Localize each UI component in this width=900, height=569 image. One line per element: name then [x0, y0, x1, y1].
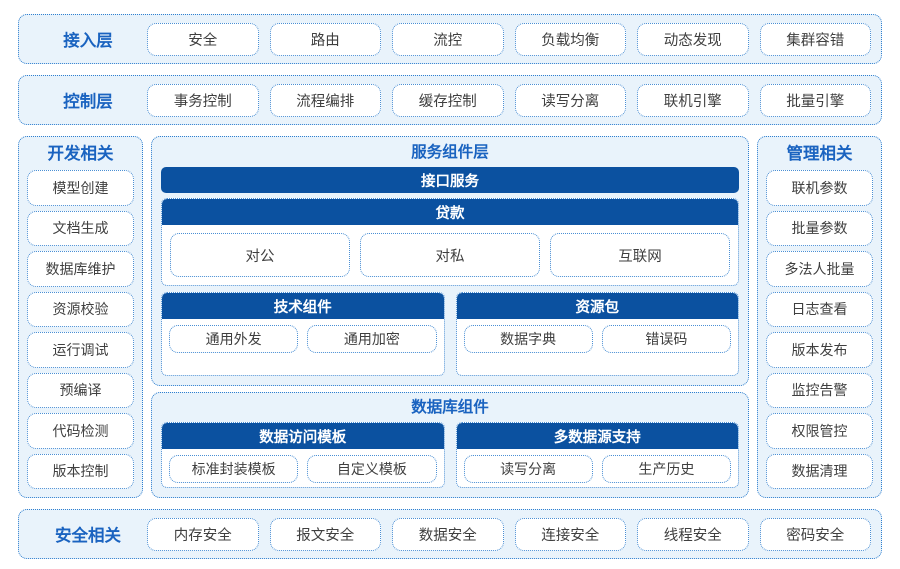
tech-item-general-encryption[interactable]: 通用加密 — [307, 325, 437, 353]
loan-item-personal[interactable]: 对私 — [360, 233, 540, 277]
control-item-transaction[interactable]: 事务控制 — [147, 83, 259, 117]
manage-column-items: 联机参数 批量参数 多法人批量 日志查看 版本发布 监控告警 权限管控 数据清理 — [766, 170, 873, 489]
control-layer-band: 控制层 事务控制 流程编排 缓存控制 读写分离 联机引擎 批量引擎 — [18, 75, 882, 125]
control-layer-items: 事务控制 流程编排 缓存控制 读写分离 联机引擎 批量引擎 — [147, 83, 871, 117]
multi-datasource-header[interactable]: 多数据源支持 — [456, 423, 738, 449]
security-item-password[interactable]: 密码安全 — [759, 517, 871, 551]
loan-item-internet[interactable]: 互联网 — [550, 233, 730, 277]
manage-item-monitor-alarm[interactable]: 监控告警 — [766, 372, 873, 408]
manage-item-permission-control[interactable]: 权限管控 — [766, 413, 873, 449]
tech-item-general-outbound[interactable]: 通用外发 — [169, 325, 299, 353]
dev-column: 开发相关 模型创建 文档生成 数据库维护 资源校验 运行调试 预编译 代码检测 … — [18, 136, 143, 498]
dev-item-model-create[interactable]: 模型创建 — [27, 170, 134, 206]
access-item-routing[interactable]: 路由 — [269, 22, 381, 56]
data-access-template-group: 数据访问模板 标准封装模板 自定义模板 — [161, 422, 445, 488]
access-item-cluster-fault-tolerance[interactable]: 集群容错 — [759, 22, 871, 56]
control-item-read-write-split[interactable]: 读写分离 — [514, 83, 626, 117]
multi-datasource-group: 多数据源支持 读写分离 生产历史 — [455, 422, 739, 488]
manage-item-batch-params[interactable]: 批量参数 — [766, 210, 873, 246]
tech-component-group: 技术组件 通用外发 通用加密 — [161, 292, 445, 376]
loan-item-corporate[interactable]: 对公 — [170, 233, 350, 277]
dev-item-version-control[interactable]: 版本控制 — [27, 453, 134, 489]
control-item-cache[interactable]: 缓存控制 — [392, 83, 504, 117]
center-column: 服务组件层 接口服务 贷款 对公 对私 互联网 技术组件 — [151, 136, 749, 498]
manage-column: 管理相关 联机参数 批量参数 多法人批量 日志查看 版本发布 监控告警 权限管控… — [757, 136, 882, 498]
resource-package-items: 数据字典 错误码 — [457, 319, 739, 375]
data-access-template-header[interactable]: 数据访问模板 — [162, 423, 444, 449]
security-layer-band: 安全相关 内存安全 报文安全 数据安全 连接安全 线程安全 密码安全 — [18, 509, 882, 559]
multi-datasource-item-read-write-split[interactable]: 读写分离 — [463, 455, 593, 483]
loan-group-header[interactable]: 贷款 — [162, 199, 738, 225]
data-access-item-custom-template[interactable]: 自定义模板 — [307, 455, 437, 483]
service-component-layer: 服务组件层 接口服务 贷款 对公 对私 互联网 技术组件 — [151, 136, 749, 386]
security-item-message[interactable]: 报文安全 — [269, 517, 381, 551]
loan-group: 贷款 对公 对私 互联网 — [161, 198, 739, 286]
access-layer-title: 接入层 — [63, 32, 113, 50]
access-item-dynamic-discovery[interactable]: 动态发现 — [637, 22, 749, 56]
middle-region: 开发相关 模型创建 文档生成 数据库维护 资源校验 运行调试 预编译 代码检测 … — [18, 136, 882, 498]
control-item-process-orchestration[interactable]: 流程编排 — [269, 83, 381, 117]
database-sub-groups: 数据访问模板 标准封装模板 自定义模板 多数据源支持 读写分离 生产历史 — [161, 422, 739, 488]
control-layer-title: 控制层 — [63, 93, 113, 111]
dev-item-precompile[interactable]: 预编译 — [27, 372, 134, 408]
service-sub-groups: 技术组件 通用外发 通用加密 资源包 数据字典 错误码 — [161, 292, 739, 376]
dev-item-runtime-debug[interactable]: 运行调试 — [27, 332, 134, 368]
security-layer-items: 内存安全 报文安全 数据安全 连接安全 线程安全 密码安全 — [147, 517, 871, 551]
service-layer-title: 服务组件层 — [411, 144, 489, 161]
access-item-load-balance[interactable]: 负载均衡 — [514, 22, 626, 56]
dev-item-doc-generate[interactable]: 文档生成 — [27, 210, 134, 246]
manage-column-title: 管理相关 — [786, 145, 853, 163]
manage-item-data-cleanup[interactable]: 数据清理 — [766, 453, 873, 489]
resource-package-group: 资源包 数据字典 错误码 — [455, 292, 739, 376]
access-layer-items: 安全 路由 流控 负载均衡 动态发现 集群容错 — [147, 22, 871, 56]
security-layer-title: 安全相关 — [55, 527, 121, 545]
dev-column-title: 开发相关 — [47, 145, 114, 163]
database-layer-title: 数据库组件 — [411, 399, 489, 416]
dev-item-resource-verify[interactable]: 资源校验 — [27, 291, 134, 327]
dev-item-db-maintain[interactable]: 数据库维护 — [27, 251, 134, 287]
tech-component-items: 通用外发 通用加密 — [162, 319, 444, 375]
manage-item-multi-entity-batch[interactable]: 多法人批量 — [766, 251, 873, 287]
resource-item-data-dictionary[interactable]: 数据字典 — [463, 325, 593, 353]
manage-item-online-params[interactable]: 联机参数 — [766, 170, 873, 206]
manage-item-version-release[interactable]: 版本发布 — [766, 332, 873, 368]
security-item-data[interactable]: 数据安全 — [392, 517, 504, 551]
access-layer-band: 接入层 安全 路由 流控 负载均衡 动态发现 集群容错 — [18, 14, 882, 64]
tech-component-header[interactable]: 技术组件 — [162, 293, 444, 319]
loan-group-items: 对公 对私 互联网 — [162, 225, 738, 285]
data-access-template-items: 标准封装模板 自定义模板 — [162, 449, 444, 487]
data-access-item-standard-template[interactable]: 标准封装模板 — [169, 455, 299, 483]
interface-service-bar[interactable]: 接口服务 — [161, 167, 739, 193]
control-item-online-engine[interactable]: 联机引擎 — [637, 83, 749, 117]
database-component-layer: 数据库组件 数据访问模板 标准封装模板 自定义模板 多数据源支持 读写分离 生 — [151, 392, 749, 498]
multi-datasource-item-production-history[interactable]: 生产历史 — [601, 455, 731, 483]
manage-item-log-view[interactable]: 日志查看 — [766, 291, 873, 327]
control-item-batch-engine[interactable]: 批量引擎 — [759, 83, 871, 117]
security-item-connection[interactable]: 连接安全 — [514, 517, 626, 551]
multi-datasource-items: 读写分离 生产历史 — [457, 449, 739, 487]
resource-item-error-code[interactable]: 错误码 — [601, 325, 731, 353]
security-item-thread[interactable]: 线程安全 — [637, 517, 749, 551]
access-item-security[interactable]: 安全 — [147, 22, 259, 56]
dev-item-code-check[interactable]: 代码检测 — [27, 413, 134, 449]
security-item-memory[interactable]: 内存安全 — [147, 517, 259, 551]
resource-package-header[interactable]: 资源包 — [456, 293, 738, 319]
access-item-flow-control[interactable]: 流控 — [392, 22, 504, 56]
dev-column-items: 模型创建 文档生成 数据库维护 资源校验 运行调试 预编译 代码检测 版本控制 — [27, 170, 134, 489]
